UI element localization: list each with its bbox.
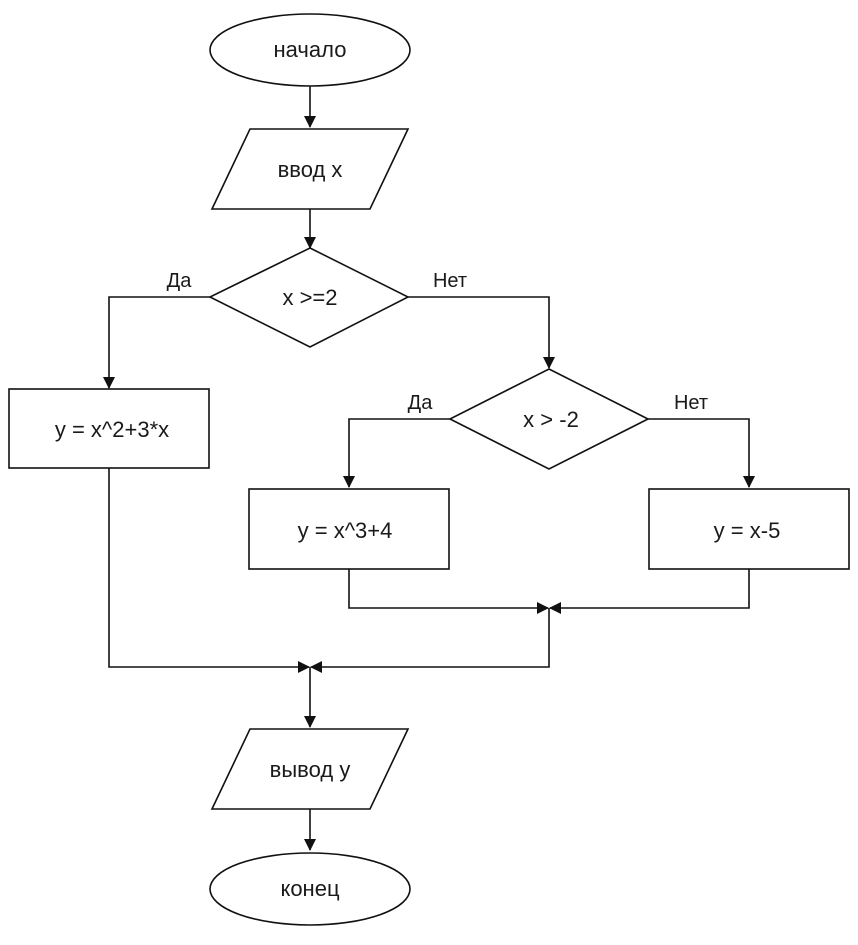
input-label: ввод x [278,157,343,182]
decision2-label: x > -2 [523,407,579,432]
connector-process2-merge [348,569,549,614]
process3-label: y = x-5 [714,518,781,543]
process2-box [248,488,450,570]
decision1-diamond [208,247,410,348]
process1-box [8,388,210,469]
decision1-no-label: Нет [433,270,467,292]
process2-label: y = x^3+4 [298,518,393,543]
output-parallelogram [210,728,410,810]
decision1-label: x >=2 [282,285,337,310]
decision2-no-label: Нет [674,392,708,414]
input-parallelogram [210,128,410,210]
connector-decision2-yes [343,418,450,488]
start-label: начало [274,37,347,62]
connector-decision1-yes [103,296,210,389]
connector-process1-merge [108,468,310,673]
end-terminator [209,852,411,926]
end-label: конец [280,876,339,901]
connector-process3-merge [549,569,750,614]
decision1-yes-label: Да [167,270,193,292]
connector-decision2-no [648,418,755,488]
output-label: вывод y [270,757,351,782]
start-terminator [209,13,411,87]
decision2-diamond [448,368,650,470]
decision2-yes-label: Да [408,392,434,414]
process1-label: y = x^2+3*x [55,417,169,442]
connector-merge2-merge1 [310,608,550,673]
connector-decision1-no [408,296,555,369]
process3-box [648,488,850,570]
